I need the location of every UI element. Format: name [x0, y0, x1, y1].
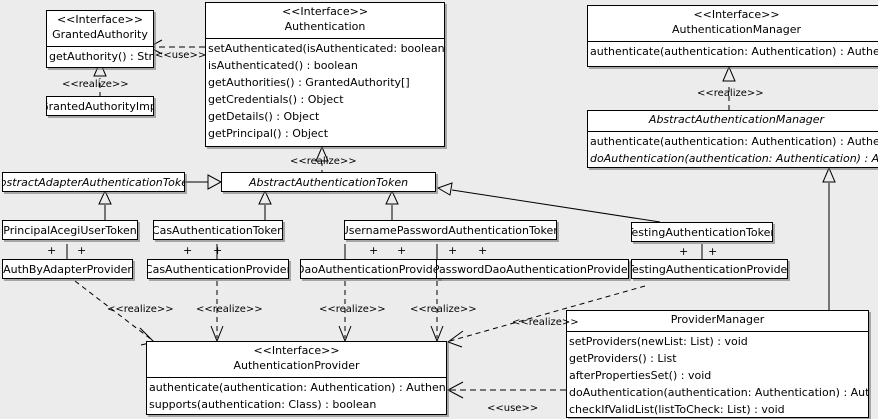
operation: doAuthentication(authentication: Authent… [569, 386, 869, 400]
class-name: GrantedAuthorityImpl [46, 99, 154, 113]
class-principal-acegi-user-token[interactable]: PrincipalAcegiUserToken [2, 220, 138, 240]
class-name: AuthenticationProvider [233, 358, 360, 372]
operation: setProviders(newList: List) : void [569, 334, 748, 348]
class-abstract-authentication-manager-header: AbstractAuthenticationManager [588, 111, 878, 131]
operation: checkIfValidList(listToCheck: List) : vo… [569, 403, 785, 417]
class-authentication-operations: setAuthenticated(isAuthenticated: boolea… [206, 39, 444, 144]
label-use-authentication-granted-authority: <<use>> [155, 50, 207, 61]
class-dao-authentication-provider[interactable]: DaoAuthenticationProvider [300, 259, 440, 279]
association-marker: + [213, 244, 223, 257]
operation: authenticate(authentication: Authenticat… [590, 44, 878, 58]
operation: authenticate(authentication: Authenticat… [149, 380, 447, 394]
class-cas-authentication-provider[interactable]: CasAuthenticationProvider [147, 259, 289, 279]
class-authentication-manager-header: <<Interface>> AuthenticationManager [588, 6, 878, 41]
class-name: AuthByAdapterProvider [3, 262, 132, 276]
class-authentication[interactable]: <<Interface>> Authentication setAuthenti… [205, 2, 445, 147]
association-marker: + [478, 244, 488, 257]
class-username-password-authentication-token[interactable]: UsernamePasswordAuthenticationToken [344, 220, 557, 240]
divider [567, 330, 868, 332]
stereotype-interface: <<Interface>> [253, 344, 340, 357]
operation: afterPropertiesSet() : void [569, 369, 712, 383]
association-marker: + [369, 244, 379, 257]
operation: supports(authentication: Class) : boolea… [149, 397, 377, 411]
divider [206, 37, 444, 39]
class-name: Authentication [284, 19, 366, 33]
class-name: DaoAuthenticationProvider [300, 262, 440, 276]
class-name: AbstractAuthenticationToken [248, 175, 409, 189]
divider [588, 130, 878, 132]
class-name: PrincipalAcegiUserToken [3, 223, 137, 237]
association-marker: + [183, 244, 193, 257]
association-marker: + [397, 244, 407, 257]
label-realize-abstract-authentication-manager: <<realize>> [697, 88, 764, 99]
association-marker: + [448, 244, 458, 257]
class-abstract-adapter-authentication-token[interactable]: AbstractAdapterAuthenticationToken [2, 172, 185, 192]
class-granted-authority[interactable]: <<Interface>> GrantedAuthority getAuthor… [46, 10, 154, 68]
class-testing-authentication-token[interactable]: TestingAuthenticationToken [631, 222, 773, 242]
class-authentication-manager[interactable]: <<Interface>> AuthenticationManager auth… [587, 5, 878, 67]
class-authentication-provider[interactable]: <<Interface>> AuthenticationProvider aut… [146, 341, 447, 415]
class-name: GrantedAuthority [52, 27, 148, 41]
class-provider-manager-operations: setProviders(newList: List) : void getPr… [567, 332, 869, 417]
class-name: CasAuthenticationToken [153, 223, 283, 237]
operation: getAuthorities() : GrantedAuthority[] [208, 76, 410, 89]
class-authentication-provider-header: <<Interface>> AuthenticationProvider [147, 342, 446, 377]
class-abstract-authentication-token[interactable]: AbstractAuthenticationToken [221, 172, 436, 192]
class-password-dao-authentication-provider[interactable]: PasswordDaoAuthenticationProvider [436, 259, 629, 279]
divider [47, 45, 153, 47]
stereotype-interface: <<Interface>> [693, 8, 780, 21]
class-abstract-authentication-manager-operations: authenticate(authentication: Authenticat… [588, 132, 878, 167]
operation: isAuthenticated() : boolean [208, 58, 358, 72]
class-name: PasswordDaoAuthenticationProvider [436, 262, 629, 276]
class-granted-authority-operations: getAuthority() : String [47, 47, 153, 66]
class-name: AbstractAuthenticationManager [648, 113, 825, 126]
class-granted-authority-header: <<Interface>> GrantedAuthority [47, 11, 153, 46]
class-name: TestingAuthenticationProvider [631, 262, 788, 276]
label-realize-dao-authentication-provider: <<realize>> [319, 304, 386, 315]
class-cas-authentication-token[interactable]: CasAuthenticationToken [153, 220, 283, 240]
class-name: AbstractAdapterAuthenticationToken [2, 175, 185, 189]
divider [588, 40, 878, 42]
class-authentication-header: <<Interface>> Authentication [206, 3, 444, 38]
divider [147, 376, 446, 378]
class-granted-authority-impl[interactable]: GrantedAuthorityImpl [46, 96, 154, 116]
operation: doAuthentication(authentication: Authent… [590, 152, 878, 165]
operation: getCredentials() : Object [208, 93, 344, 107]
association-marker: + [679, 245, 689, 258]
class-authentication-provider-operations: authenticate(authentication: Authenticat… [147, 378, 446, 414]
label-realize-abstract-authentication-token: <<realize>> [290, 156, 357, 167]
association-marker: + [708, 245, 718, 258]
operation: getPrincipal() : Object [208, 127, 329, 141]
stereotype-interface: <<Interface>> [281, 5, 369, 18]
class-name: AuthenticationManager [672, 22, 801, 36]
class-auth-by-adapter-provider[interactable]: AuthByAdapterProvider [2, 259, 133, 279]
label-realize-password-dao-authentication-provider: <<realize>> [410, 304, 477, 315]
operation: getAuthority() : String [49, 49, 154, 63]
class-authentication-manager-operations: authenticate(authentication: Authenticat… [588, 42, 878, 61]
association-marker: + [77, 244, 87, 257]
class-abstract-authentication-manager[interactable]: AbstractAuthenticationManager authentica… [587, 110, 878, 168]
label-realize-cas-authentication-provider: <<realize>> [196, 304, 263, 315]
operation: setAuthenticated(isAuthenticated: boolea… [208, 41, 445, 55]
class-name: UsernamePasswordAuthenticationToken [344, 223, 557, 237]
stereotype-interface: <<Interface>> [56, 13, 144, 26]
association-marker: + [47, 244, 57, 257]
class-testing-authentication-provider[interactable]: TestingAuthenticationProvider [631, 259, 788, 279]
operation: getDetails() : Object [208, 110, 320, 124]
label-use-provider-manager: <<use>> [487, 403, 539, 414]
label-realize-granted-authority-impl: <<realize>> [62, 79, 129, 90]
class-provider-manager-header: ProviderManager [567, 311, 868, 331]
class-name: ProviderManager [670, 313, 765, 326]
operation: authenticate(authentication: Authenticat… [590, 134, 878, 148]
operation: getProviders() : List [569, 352, 677, 365]
class-name: TestingAuthenticationToken [631, 225, 773, 239]
class-provider-manager[interactable]: ProviderManager setProviders(newList: Li… [566, 310, 869, 418]
class-name: CasAuthenticationProvider [147, 262, 289, 276]
label-realize-testing-authentication-provider: <<realize>> [512, 317, 579, 328]
label-realize-auth-by-adapter-provider: <<realize>> [107, 304, 174, 315]
